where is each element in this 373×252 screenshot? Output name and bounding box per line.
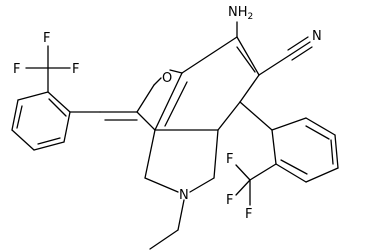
bond-lines: [11, 21, 339, 250]
fluorine-label: F: [43, 31, 50, 46]
nitrile-nitrogen-label: N: [312, 29, 322, 44]
amine-label: NH2: [228, 5, 253, 22]
ring-oxygen-label: O: [162, 71, 172, 86]
fluorine-label: F: [13, 62, 20, 77]
fluorine-label: F: [226, 152, 233, 167]
ring-nitrogen-label: N: [179, 188, 189, 203]
fluorine-label: F: [72, 62, 79, 77]
fluorine-label: F: [226, 193, 233, 208]
fluorine-label: F: [245, 207, 252, 222]
atom-labels: NH2 N O N F F F F F F: [13, 5, 322, 222]
